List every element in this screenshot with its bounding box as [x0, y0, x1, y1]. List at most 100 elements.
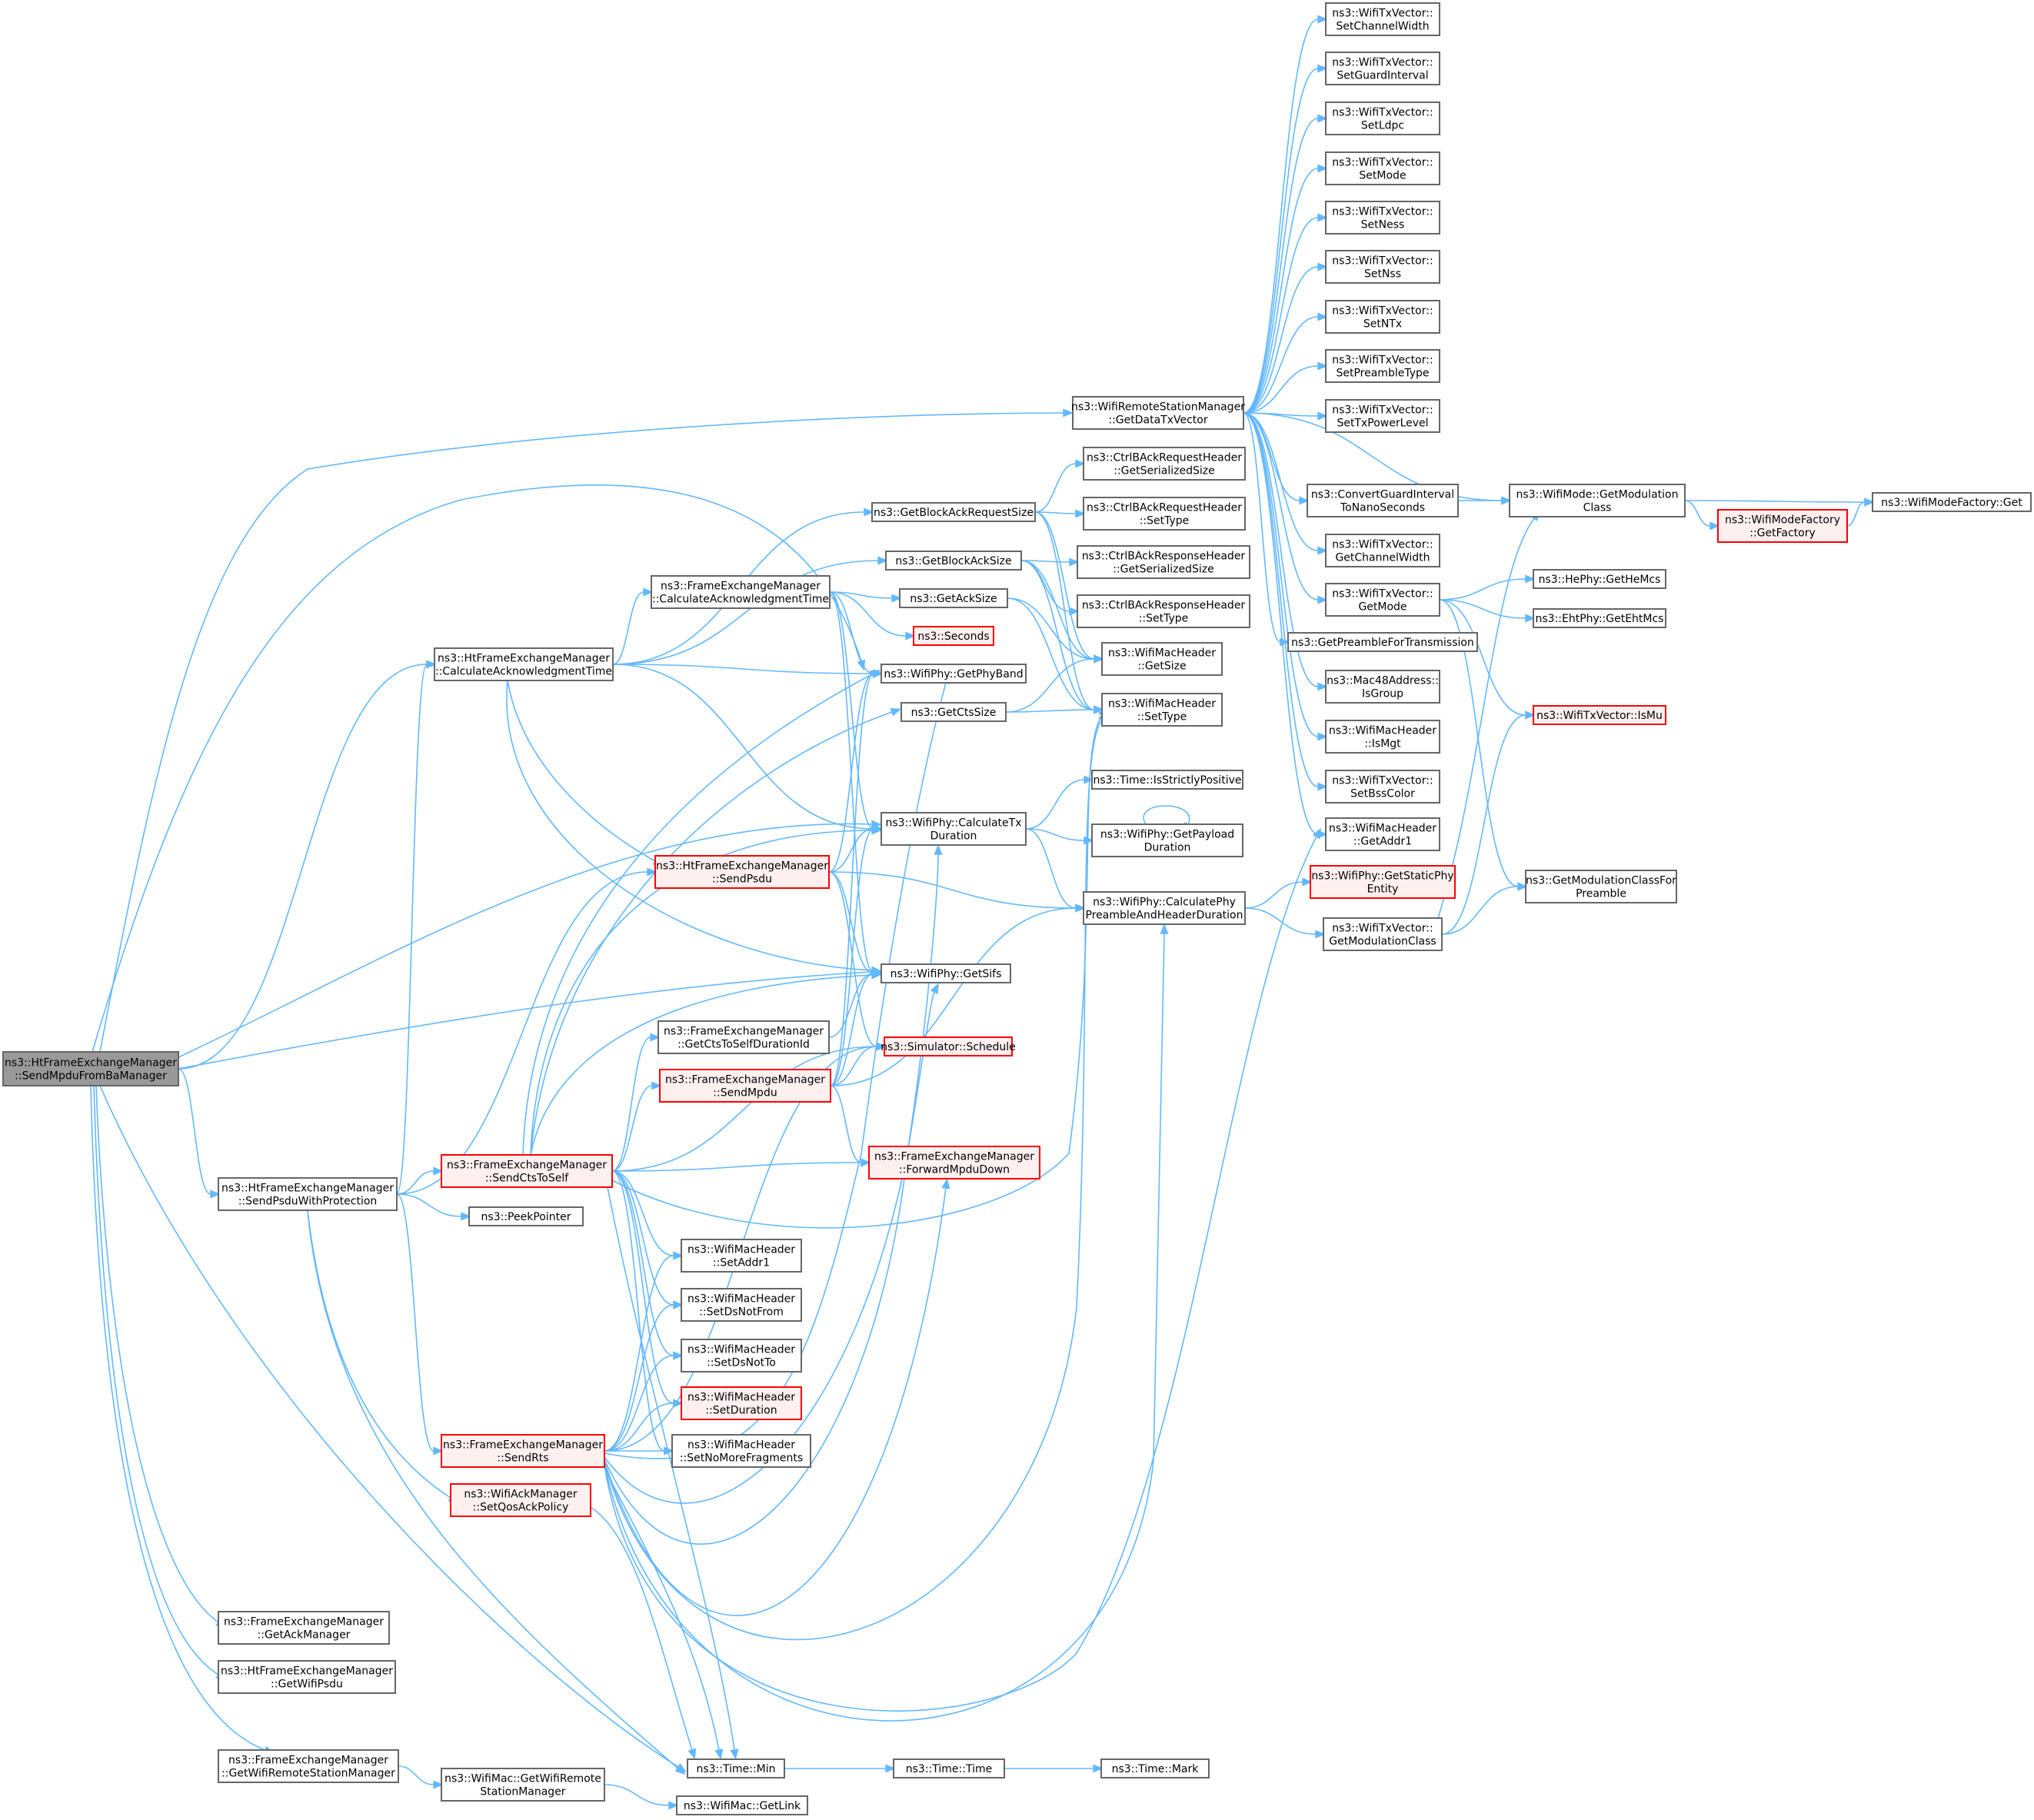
edge-sendCtsToSelf-to-setAddr1 [611, 1170, 684, 1260]
node-getFactory[interactable]: ns3::WifiModeFactory::GetFactory [1717, 509, 1848, 543]
node-isGroup[interactable]: ns3::Mac48Address::IsGroup [1325, 670, 1440, 704]
node-getDataTxVector[interactable]: ns3::WifiRemoteStationManager::GetDataTx… [1071, 396, 1245, 430]
edge-arrowhead [1317, 682, 1328, 691]
node-box [881, 963, 1011, 983]
node-sendMpdu[interactable]: ns3::FrameExchangeManager::SendMpdu [659, 1069, 831, 1103]
node-label: ns3::FrameExchangeManager [224, 1616, 384, 1629]
node-baGetSerializedSize[interactable]: ns3::CtrlBAckResponseHeader::GetSerializ… [1077, 545, 1250, 579]
node-isMu[interactable]: ns3::WifiTxVector::IsMu [1533, 705, 1666, 725]
node-setPreambleType[interactable]: ns3::WifiTxVector::SetPreambleType [1325, 349, 1440, 383]
node-calcAckTimeHt[interactable]: ns3::HtFrameExchangeManager::CalculateAc… [434, 647, 614, 681]
edge-getDataTxVector-to-setPreambleType [1243, 361, 1328, 414]
node-setNss[interactable]: ns3::WifiTxVector::SetNss [1325, 250, 1440, 284]
edge-arrowhead [426, 660, 437, 669]
node-getCtsSize[interactable]: ns3::GetCtsSize [900, 702, 1007, 722]
node-timeMin[interactable]: ns3::Time::Min [687, 1758, 785, 1778]
node-macSetType[interactable]: ns3::WifiMacHeader::SetType [1101, 693, 1223, 727]
node-schedule[interactable]: ns3::Simulator::Schedule [881, 1036, 1016, 1056]
node-macGetWifiRSM[interactable]: ns3::WifiMac::GetWifiRemoteStationManage… [441, 1768, 605, 1802]
node-getAddr1[interactable]: ns3::WifiMacHeader::GetAddr1 [1325, 817, 1440, 851]
node-getBaSize[interactable]: ns3::GetBlockAckSize [885, 551, 1022, 571]
node-timeTime[interactable]: ns3::Time::Time [893, 1758, 1005, 1778]
edge-arrowhead [1317, 64, 1328, 73]
node-label: ns3::WifiPhy::CalculateTx [886, 817, 1022, 830]
node-setDsNotFrom[interactable]: ns3::WifiMacHeader::SetDsNotFrom [681, 1288, 802, 1322]
node-getHeMcs[interactable]: ns3::HePhy::GetHeMcs [1533, 569, 1666, 589]
node-setQosAckPolicy[interactable]: ns3::WifiAckManager::SetQosAckPolicy [450, 1483, 591, 1517]
node-timeMark[interactable]: ns3::Time::Mark [1100, 1758, 1210, 1778]
node-box [1101, 693, 1223, 727]
node-label: ns3::WifiMacHeader [687, 1344, 795, 1356]
node-barSetType[interactable]: ns3::CtrlBAckRequestHeader::SetType [1083, 497, 1246, 531]
edge-arrowhead [673, 1399, 684, 1408]
node-getBarSize[interactable]: ns3::GetBlockAckRequestSize [871, 502, 1036, 522]
node-getModClassTx[interactable]: ns3::WifiTxVector::GetModulationClass [1323, 917, 1443, 951]
edge-sendRts-to-timeMin [604, 1468, 724, 1760]
node-baSetType[interactable]: ns3::CtrlBAckResponseHeader::SetType [1077, 594, 1250, 628]
node-getPhyBand[interactable]: ns3::WifiPhy::GetPhyBand [881, 664, 1027, 684]
edge-sendCtsToSelf-to-timeMin [607, 1186, 739, 1760]
edge-arrowhead [651, 1081, 662, 1090]
node-getWifiPsdu[interactable]: ns3::HtFrameExchangeManager::GetWifiPsdu [218, 1660, 396, 1694]
node-barGetSerializedSize[interactable]: ns3::CtrlBAckRequestHeader::GetSerialize… [1083, 447, 1246, 481]
node-getAckSize[interactable]: ns3::GetAckSize [899, 588, 1008, 608]
node-label: ns3::Time::Time [906, 1763, 992, 1775]
node-getCtsToSelfDurationId[interactable]: ns3::FrameExchangeManager::GetCtsToSelfD… [657, 1020, 830, 1054]
node-root[interactable]: ns3::HtFrameExchangeManager::SendMpduFro… [2, 1051, 179, 1086]
node-getPreambleForTx[interactable]: ns3::GetPreambleForTransmission [1287, 632, 1478, 652]
edge-getWifiRSM_FEM-to-macGetWifiRSM [398, 1765, 444, 1789]
node-sendRts[interactable]: ns3::FrameExchangeManager::SendRts [441, 1434, 605, 1468]
node-getEhtMcs[interactable]: ns3::EhtPhy::GetEhtMcs [1533, 608, 1666, 628]
node-getSifs[interactable]: ns3::WifiPhy::GetSifs [881, 963, 1011, 983]
node-sendPsduWithProtection[interactable]: ns3::HtFrameExchangeManager::SendPsduWit… [218, 1177, 398, 1211]
node-calcAckTimeFem[interactable]: ns3::FrameExchangeManager::CalculateAckn… [651, 575, 831, 609]
node-setNess[interactable]: ns3::WifiTxVector::SetNess [1325, 201, 1440, 235]
node-setDuration[interactable]: ns3::WifiMacHeader::SetDuration [681, 1386, 802, 1420]
node-setNoMoreFragments[interactable]: ns3::WifiMacHeader::SetNoMoreFragments [671, 1434, 811, 1468]
edge-getDataTxVector-to-setBssColor [1243, 412, 1328, 791]
node-sendCtsToSelf[interactable]: ns3::FrameExchangeManager::SendCtsToSelf [441, 1154, 613, 1188]
node-getChannelWidth[interactable]: ns3::WifiTxVector::GetChannelWidth [1325, 534, 1440, 567]
node-box [1091, 770, 1243, 790]
edge-getDataTxVector-to-setGuardInterval [1243, 64, 1328, 414]
node-isStrictlyPositive[interactable]: ns3::Time::IsStrictlyPositive [1091, 770, 1243, 790]
node-forwardMpduDown[interactable]: ns3::FrameExchangeManager::ForwardMpduDo… [868, 1146, 1040, 1180]
edge-arrowhead [871, 970, 882, 980]
node-peekPointer[interactable]: ns3::PeekPointer [468, 1206, 584, 1226]
node-wifiModeFactoryGet[interactable]: ns3::WifiModeFactory::Get [1872, 492, 2032, 512]
node-sendPsdu[interactable]: ns3::HtFrameExchangeManager::SendPsdu [654, 855, 830, 889]
node-setBssColor[interactable]: ns3::WifiTxVector::SetBssColor [1325, 770, 1440, 804]
node-setAddr1[interactable]: ns3::WifiMacHeader::SetAddr1 [681, 1239, 802, 1273]
node-setGuardInterval[interactable]: ns3::WifiTxVector::SetGuardInterval [1325, 52, 1440, 85]
node-calcPhyPreamble[interactable]: ns3::WifiPhy::CalculatePhyPreambleAndHea… [1083, 891, 1246, 925]
edge-calcPhyPreamble-to-getModClassTx [1244, 907, 1326, 939]
node-setDsNotTo[interactable]: ns3::WifiMacHeader::SetDsNotTo [681, 1339, 802, 1372]
node-getModeTx[interactable]: ns3::WifiTxVector::GetMode [1325, 583, 1440, 617]
node-macGetLink[interactable]: ns3::WifiMac::GetLink [676, 1795, 808, 1815]
node-label: ::SetNoMoreFragments [680, 1452, 803, 1465]
node-label: ns3::FrameExchangeManager [443, 1439, 603, 1452]
edge-getModulationClassMode-to-getFactory [1684, 500, 1720, 531]
node-setChannelWidth[interactable]: ns3::WifiTxVector::SetChannelWidth [1325, 2, 1440, 36]
node-seconds[interactable]: ns3::Seconds [913, 626, 994, 646]
node-label: Duration [930, 830, 977, 843]
node-setMode[interactable]: ns3::WifiTxVector::SetMode [1325, 151, 1440, 185]
node-macGetSize[interactable]: ns3::WifiMacHeader::GetSize [1101, 642, 1223, 676]
node-getWifiRSM_FEM[interactable]: ns3::FrameExchangeManager::GetWifiRemote… [218, 1749, 399, 1783]
node-setNTx[interactable]: ns3::WifiTxVector::SetNTx [1325, 300, 1440, 334]
edge-calcPhyPreamble-to-getStaticPhyEntity [1244, 877, 1313, 909]
node-label: ns3::CtrlBAckResponseHeader [1082, 600, 1246, 612]
node-isMgt[interactable]: ns3::WifiMacHeader::IsMgt [1325, 720, 1440, 754]
node-setTxPowerLevel[interactable]: ns3::WifiTxVector::SetTxPowerLevel [1325, 399, 1440, 433]
node-getAckManager[interactable]: ns3::FrameExchangeManager::GetAckManager [218, 1611, 390, 1645]
node-setLdpc[interactable]: ns3::WifiTxVector::SetLdpc [1325, 101, 1440, 135]
edge-arrowhead [876, 1042, 887, 1051]
node-label: ns3::Seconds [917, 631, 989, 643]
node-label: SetChannelWidth [1336, 21, 1429, 33]
node-getModulationClassMode[interactable]: ns3::WifiMode::GetModulationClass [1509, 484, 1686, 517]
